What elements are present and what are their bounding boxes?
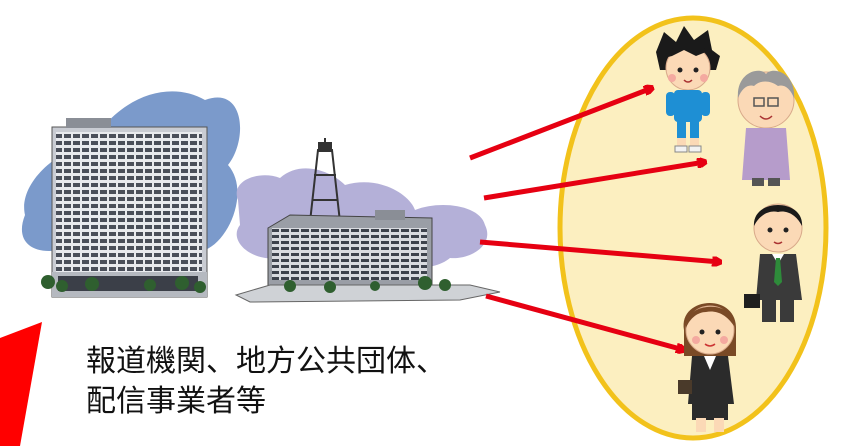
businesswoman-icon bbox=[678, 302, 737, 432]
arrow-to-businesswoman bbox=[485, 293, 684, 350]
boy-icon bbox=[656, 26, 720, 153]
businessman-icon bbox=[744, 203, 803, 322]
caption-line-1: 報道機関、地方公共団体、 bbox=[86, 344, 446, 379]
elderly-man-icon bbox=[737, 70, 795, 186]
arrow-to-elderly bbox=[483, 162, 705, 201]
arrow-to-businessman bbox=[479, 239, 720, 262]
broadcast-station-icon bbox=[234, 138, 501, 303]
arrow-to-boy bbox=[469, 88, 652, 161]
red-wedge-shape bbox=[0, 322, 42, 446]
sender-caption: 報道機関、地方公共団体、 配信事業者等 bbox=[86, 342, 446, 422]
office-building-icon bbox=[21, 91, 241, 298]
caption-line-2: 配信事業者等 bbox=[86, 384, 266, 419]
